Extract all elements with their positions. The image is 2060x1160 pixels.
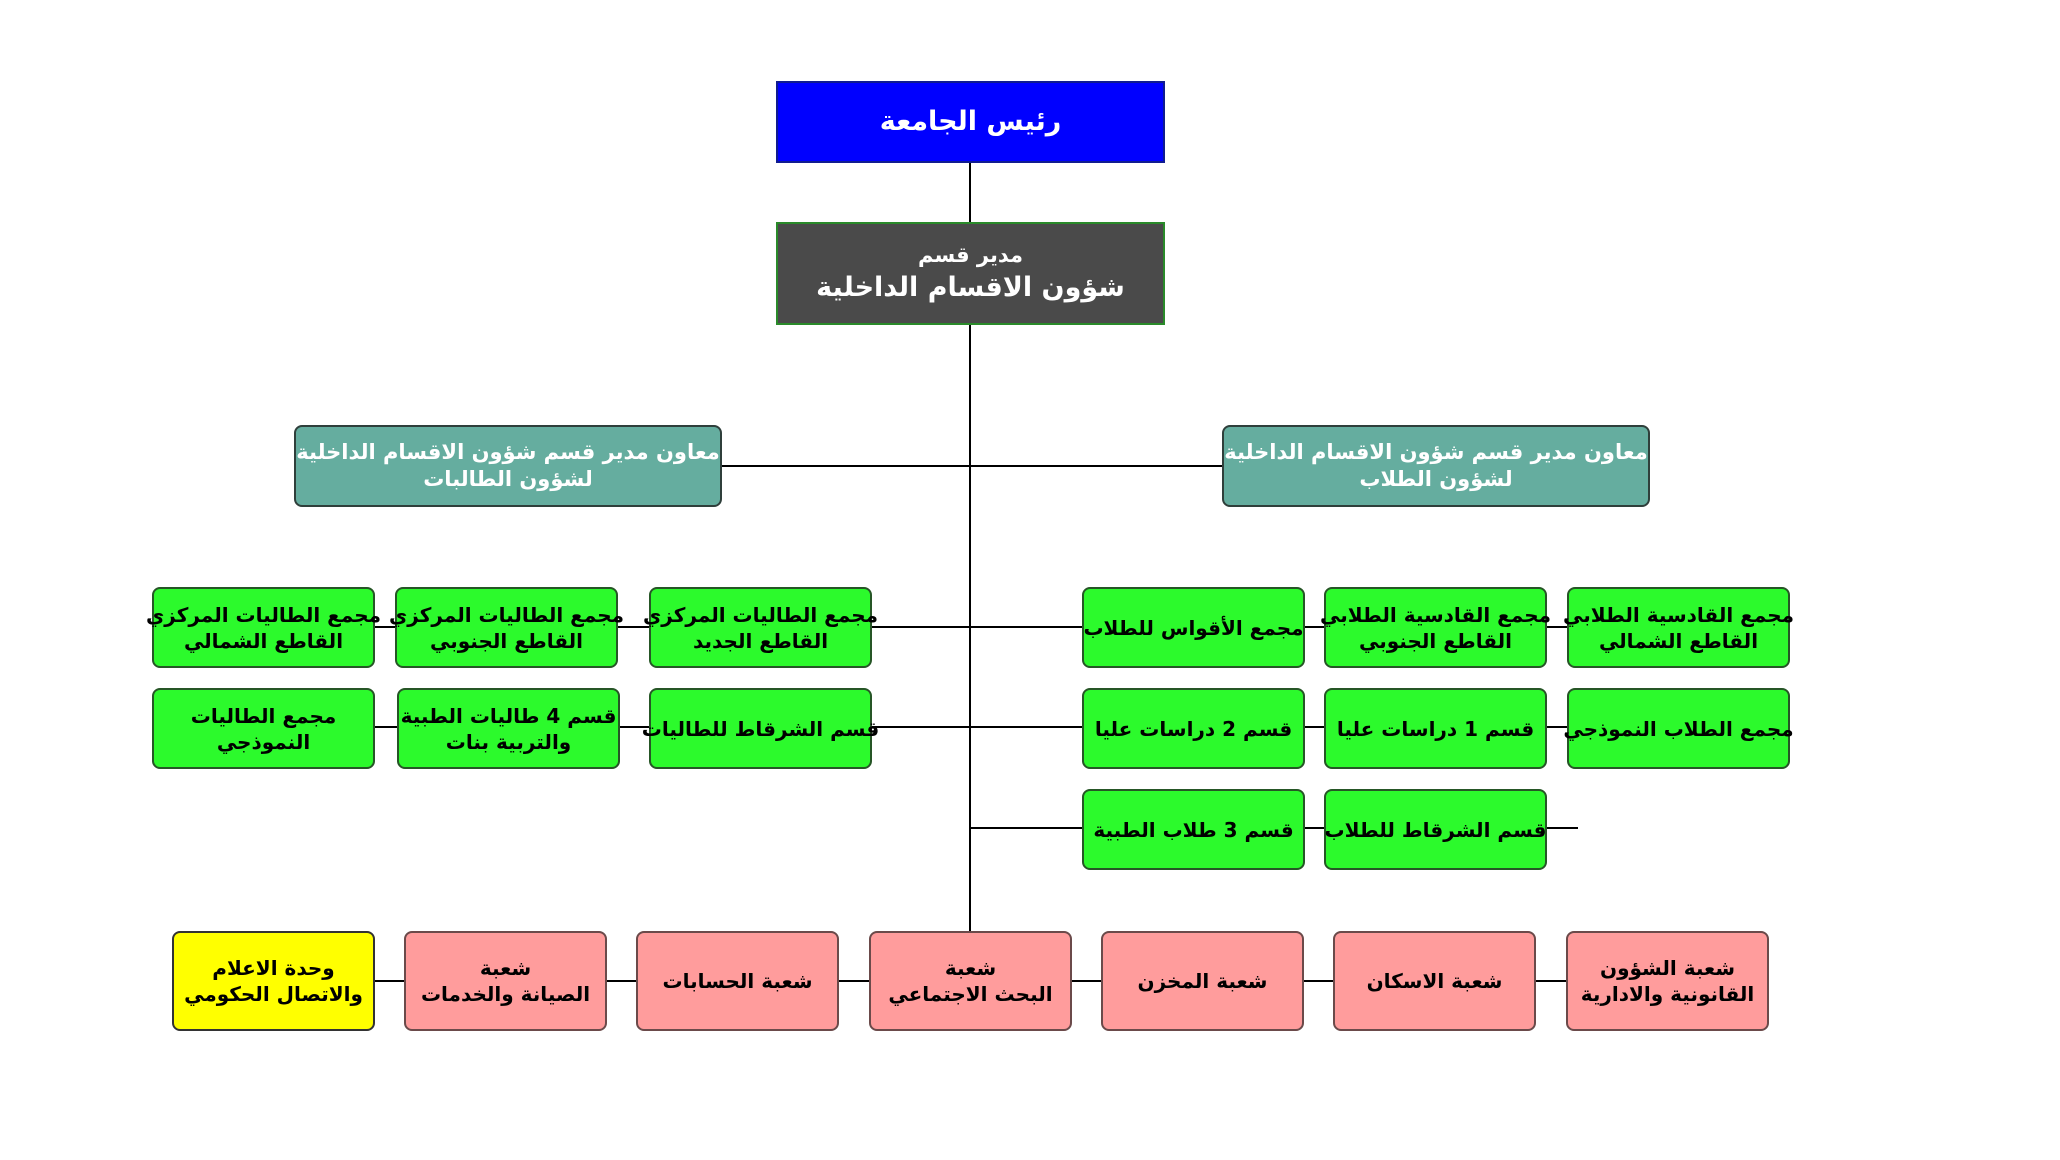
section-legal-admin: شعبة الشؤون القانونية والادارية <box>1566 931 1769 1031</box>
unit-model-students: مجمع الطلاب النموذجي <box>1563 688 1794 769</box>
unit-label-line2: القاطع الجنوبي <box>1359 628 1512 653</box>
section-label-line2: البحث الاجتماعي <box>888 982 1053 1006</box>
section-label-line1: شعبة الاسكان <box>1366 969 1503 993</box>
unit-label-line2: القاطع الشمالي <box>183 628 344 653</box>
deputy-students-line2: لشؤون الطلاب <box>1359 467 1513 491</box>
section-maintenance-services: شعبة الصيانة والخدمات <box>404 931 607 1031</box>
unit-media-communication: وحدة الاعلام والاتصال الحكومي <box>172 931 375 1031</box>
unit-label-line1: قسم الشرقاط للطاليات <box>641 716 880 741</box>
unit-central-female-south: مجمع الطاليات المركزي القاطع الجنوبي <box>389 587 624 668</box>
deputy-female-line2: لشؤون الطالبات <box>423 467 593 491</box>
unit-label-line1: مجمع الطاليات المركزي <box>145 602 382 627</box>
section-label-line1: شعبة المخزن <box>1137 969 1268 993</box>
unit-label-line1: مجمع القادسية الطلابي <box>1562 602 1795 627</box>
unit-label-line1: قسم 1 دراسات عليا <box>1336 716 1535 741</box>
unit-label-line1: مجمع الطاليات <box>190 703 337 728</box>
manager-title-line1: مدير قسم <box>918 243 1023 268</box>
manager-title-line2: شؤون الاقسام الداخلية <box>816 271 1125 303</box>
unit-central-female-new: مجمع الطاليات المركزي القاطع الجديد <box>643 587 878 668</box>
unit-aqwas-students: مجمع الأقواس للطلاب <box>1082 587 1305 668</box>
department-manager-box: مدير قسم شؤون الاقسام الداخلية <box>776 222 1165 325</box>
unit-label-line2: القاطع الجديد <box>692 628 829 653</box>
section-label-line1: شعبة الشؤون <box>1600 956 1735 980</box>
section-accounts: شعبة الحسابات <box>636 931 839 1031</box>
unit-medical-female-4: قسم 4 طاليات الطبية والتربية بنات <box>397 688 620 769</box>
unit-label-line2: والتربية بنات <box>445 729 572 754</box>
unit-postgrad-2: قسم 2 دراسات عليا <box>1082 688 1305 769</box>
section-label-line1: شعبة الحسابات <box>662 969 813 993</box>
unit-label-line1: مجمع الطاليات المركزي <box>642 602 879 627</box>
unit-postgrad-1: قسم 1 دراسات عليا <box>1324 688 1547 769</box>
unit-model-female: مجمع الطاليات النموذجي <box>152 688 375 769</box>
unit-sharqat-students: قسم الشرقاط للطلاب <box>1324 789 1547 870</box>
university-president-label: رئيس الجامعة <box>879 106 1062 138</box>
unit-qadisiya-south: مجمع القادسية الطلابي القاطع الجنوبي <box>1320 587 1551 668</box>
deputy-students-line1: معاون مدير قسم شؤون الاقسام الداخلية <box>1224 439 1648 464</box>
unit-label-line1: مجمع القادسية الطلابي <box>1319 602 1552 627</box>
unit-central-female-north: مجمع الطاليات المركزي القاطع الشمالي <box>146 587 381 668</box>
unit-label-line1: مجمع الأقواس للطلاب <box>1083 615 1304 640</box>
section-social-research: شعبة البحث الاجتماعي <box>869 931 1072 1031</box>
unit-label-line1: قسم 3 طلاب الطبية <box>1093 817 1294 842</box>
unit-label-line2: القاطع الشمالي <box>1598 628 1759 653</box>
section-label-line1: شعبة <box>479 956 532 980</box>
unit-medical-students-3: قسم 3 طلاب الطبية <box>1082 789 1305 870</box>
unit-label-line1: قسم 2 دراسات عليا <box>1094 716 1293 741</box>
section-label-line2: الصيانة والخدمات <box>420 982 591 1006</box>
unit-sharqat-female: قسم الشرقاط للطاليات <box>642 688 879 769</box>
deputy-female-students-box: معاون مدير قسم شؤون الاقسام الداخلية لشؤ… <box>294 425 722 507</box>
unit-label-line1: قسم 4 طاليات الطبية <box>400 703 617 728</box>
section-label-line2: القانونية والادارية <box>1580 982 1755 1006</box>
unit-label-line2: القاطع الجنوبي <box>430 628 583 653</box>
section-label-line1: وحدة الاعلام <box>212 956 335 980</box>
unit-label-line2: النموذجي <box>216 729 311 754</box>
deputy-female-line1: معاون مدير قسم شؤون الاقسام الداخلية <box>296 439 720 464</box>
unit-label-line1: مجمع الطاليات المركزي <box>388 602 625 627</box>
unit-label-line1: مجمع الطلاب النموذجي <box>1563 716 1794 741</box>
unit-qadisiya-north: مجمع القادسية الطلابي القاطع الشمالي <box>1563 587 1794 668</box>
section-warehouse: شعبة المخزن <box>1101 931 1304 1031</box>
section-label-line1: شعبة <box>944 956 997 980</box>
section-housing: شعبة الاسكان <box>1333 931 1536 1031</box>
university-president-box: رئيس الجامعة <box>776 81 1165 163</box>
unit-label-line1: قسم الشرقاط للطلاب <box>1324 817 1547 842</box>
section-label-line2: والاتصال الحكومي <box>184 982 363 1006</box>
deputy-students-box: معاون مدير قسم شؤون الاقسام الداخلية لشؤ… <box>1222 425 1650 507</box>
